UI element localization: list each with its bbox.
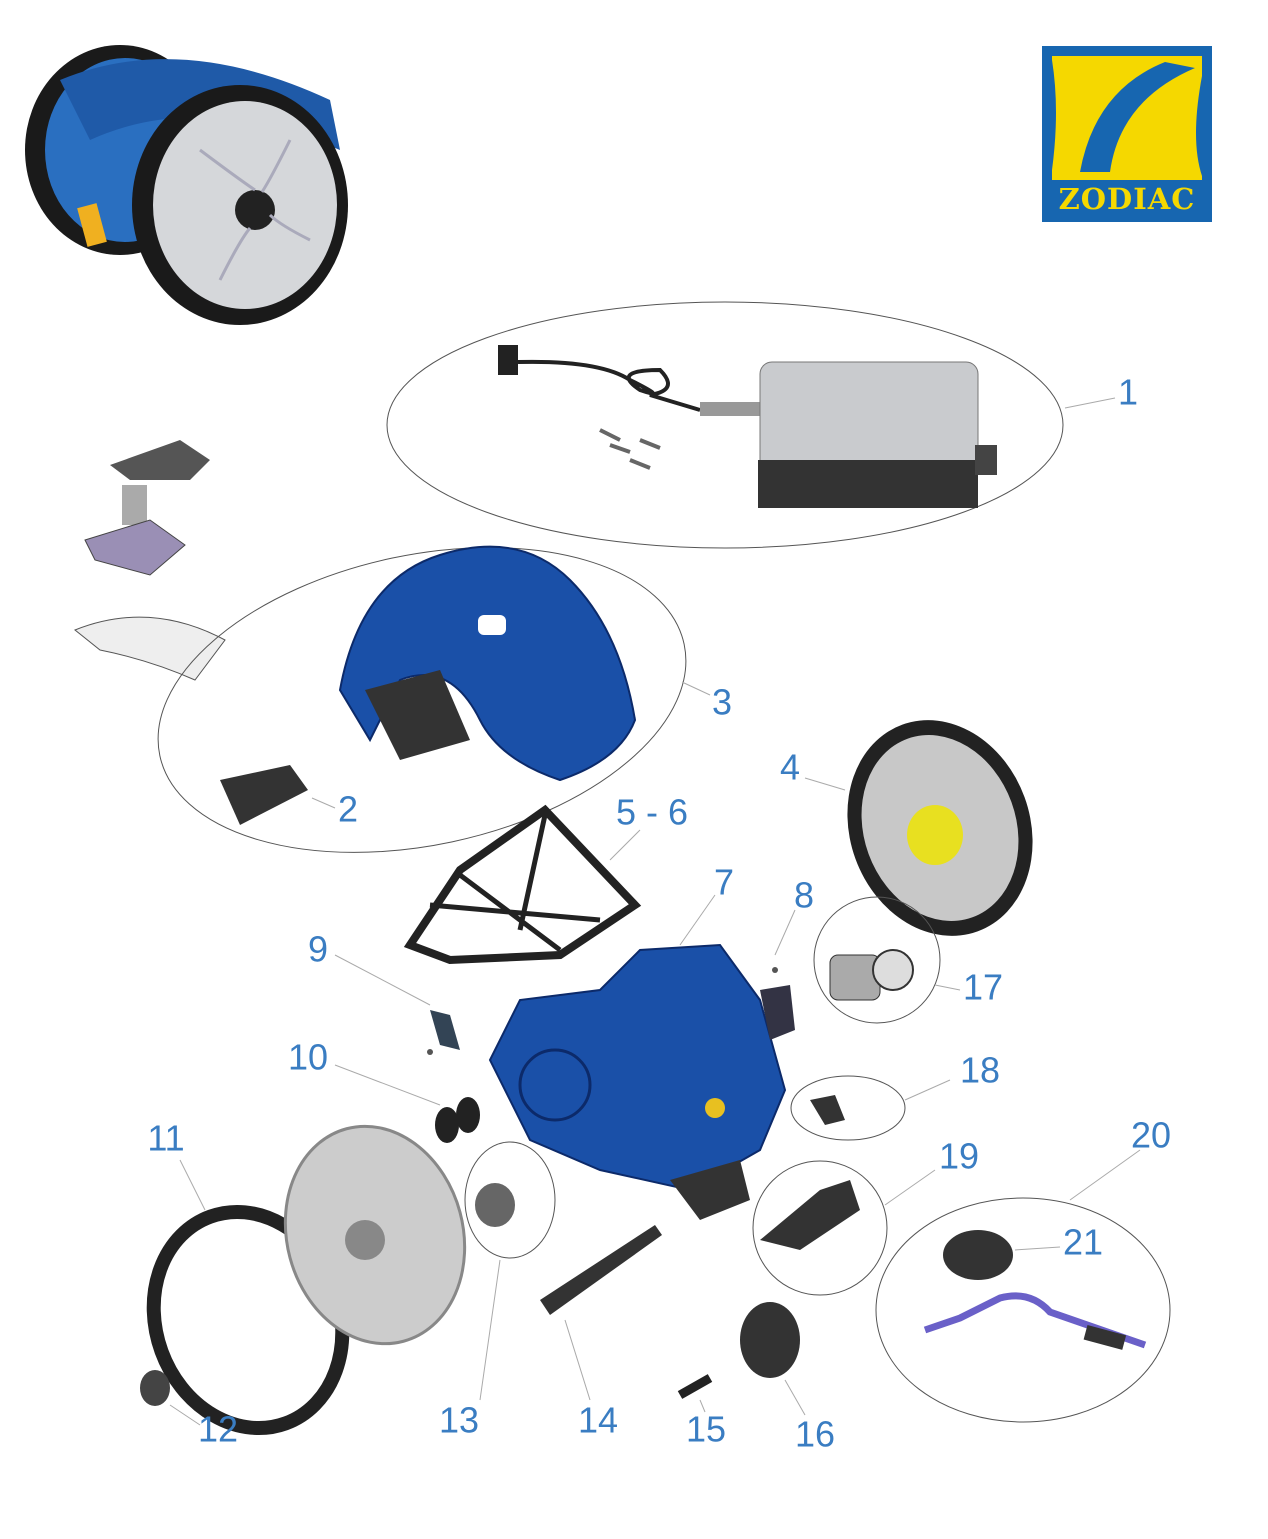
part-label-7: 7 bbox=[714, 862, 734, 903]
part-label-8: 8 bbox=[794, 875, 814, 916]
part-label-21: 21 bbox=[1063, 1222, 1103, 1263]
cap-part bbox=[140, 1370, 170, 1406]
logo-text: ZODIAC bbox=[1059, 182, 1196, 216]
part-label-5-6: 5 - 6 bbox=[616, 792, 688, 833]
wheel-part bbox=[847, 720, 1033, 936]
filter-panel-part bbox=[74, 616, 226, 681]
robot-body-part bbox=[488, 943, 787, 1220]
part-label-9: 9 bbox=[308, 929, 328, 970]
motor-part bbox=[829, 949, 914, 1001]
part-label-14: 14 bbox=[578, 1400, 618, 1441]
hose-assembly-part bbox=[923, 1292, 1147, 1350]
part-label-13: 13 bbox=[439, 1400, 479, 1441]
part-label-11: 11 bbox=[147, 1118, 184, 1159]
part-label-4: 4 bbox=[780, 747, 800, 788]
bearing-part bbox=[475, 1183, 515, 1227]
part-label-15: 15 bbox=[686, 1409, 726, 1450]
power-supply-part bbox=[498, 345, 997, 508]
axle-part bbox=[677, 1374, 713, 1399]
clip-part-8 bbox=[760, 967, 795, 1040]
robot-product-image bbox=[25, 45, 348, 325]
frame-part bbox=[403, 804, 642, 965]
part-label-20: 20 bbox=[1131, 1115, 1171, 1156]
float-part bbox=[943, 1230, 1013, 1280]
group-ellipse-20 bbox=[875, 1197, 1171, 1423]
flap-bracket-part bbox=[760, 1180, 860, 1250]
impeller-part bbox=[810, 1095, 845, 1125]
top-cover-part bbox=[338, 545, 637, 782]
group-ellipse-13 bbox=[464, 1141, 556, 1259]
group-ellipse-19 bbox=[752, 1160, 888, 1296]
bar-part bbox=[540, 1225, 662, 1315]
roller-part bbox=[740, 1302, 800, 1378]
part-label-16: 16 bbox=[795, 1414, 835, 1455]
part-label-12: 12 bbox=[198, 1409, 238, 1450]
part-label-17: 17 bbox=[963, 967, 1003, 1008]
part-label-3: 3 bbox=[712, 682, 732, 723]
group-ellipse-18 bbox=[790, 1075, 906, 1141]
flap-part bbox=[220, 765, 308, 825]
part-label-19: 19 bbox=[939, 1136, 979, 1177]
part-label-1: 1 bbox=[1118, 372, 1138, 413]
zodiac-logo: ZODIAC bbox=[1042, 46, 1212, 222]
group-ellipse-1 bbox=[386, 301, 1064, 549]
clip-part-9 bbox=[427, 1010, 460, 1055]
group-ellipse-17 bbox=[813, 896, 941, 1024]
side-wheel-part bbox=[283, 1124, 467, 1346]
disc-part bbox=[435, 1097, 480, 1143]
part-label-18: 18 bbox=[960, 1050, 1000, 1091]
group-ellipse-3 bbox=[157, 547, 687, 853]
handle-accessory-part bbox=[84, 440, 210, 576]
part-label-2: 2 bbox=[338, 789, 358, 830]
part-label-10: 10 bbox=[288, 1037, 328, 1078]
